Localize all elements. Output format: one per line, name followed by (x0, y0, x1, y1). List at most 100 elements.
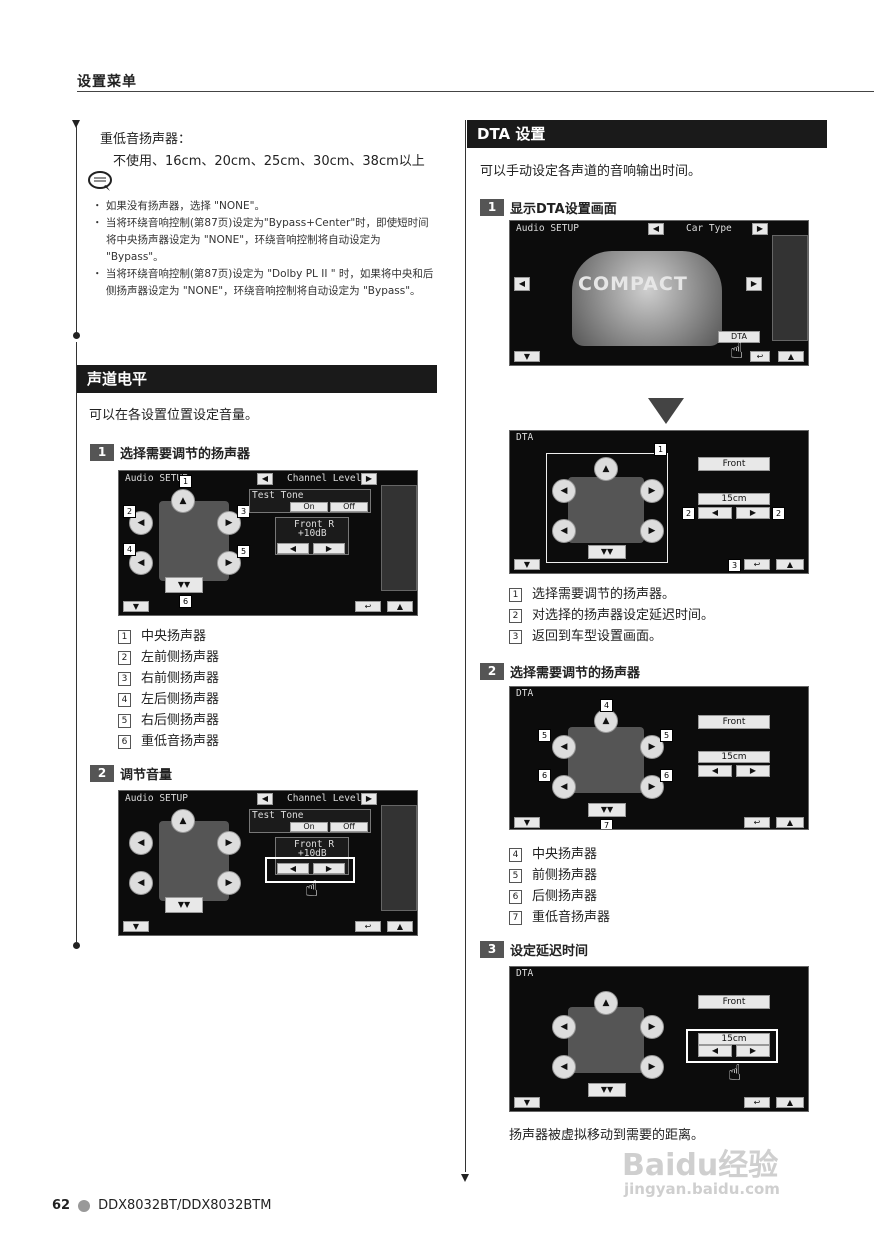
level-up-button[interactable]: ▶ (313, 543, 345, 554)
speaker-rear-left-button[interactable]: ◀ (129, 871, 153, 895)
speaker-front-right-button[interactable]: ▶ (640, 735, 664, 759)
speaker-front-left-button[interactable]: ◀ (552, 479, 576, 503)
test-tone-off-button[interactable]: Off (330, 502, 368, 512)
scroll-up-button[interactable]: ▲ (776, 817, 804, 828)
dta-button[interactable]: DTA (718, 331, 760, 343)
speaker-front-left-button[interactable]: ◀ (129, 831, 153, 855)
page-number: 62 (52, 1198, 71, 1213)
callout-5: 5 (538, 729, 551, 742)
side-menu[interactable] (381, 485, 417, 591)
right-bracket-arrow (461, 1174, 469, 1182)
note-item: ・ 如果没有扬声器，选择 "NONE"。 (92, 200, 265, 212)
distance-up-button[interactable]: ▶ (736, 1045, 770, 1057)
test-tone-off-button[interactable]: Off (330, 822, 368, 832)
test-tone-on-button[interactable]: On (290, 822, 328, 832)
subwoofer-button[interactable]: ▼▼ (165, 897, 203, 913)
speaker-center-button[interactable]: ▲ (171, 489, 195, 513)
scroll-up-button[interactable]: ▲ (776, 1097, 804, 1108)
distance-up-button[interactable]: ▶ (736, 765, 770, 777)
speaker-rear-left-button[interactable]: ◀ (552, 1055, 576, 1079)
speaker-rear-left-button[interactable]: ◀ (129, 551, 153, 575)
speaker-center-button[interactable]: ▲ (171, 809, 195, 833)
speaker-rear-left-button[interactable]: ◀ (552, 519, 576, 543)
speaker-front-left-button[interactable]: ◀ (552, 735, 576, 759)
distance-up-button[interactable]: ▶ (736, 507, 770, 519)
speaker-rear-right-button[interactable]: ▶ (640, 1055, 664, 1079)
side-menu[interactable] (772, 235, 808, 341)
scroll-down-button[interactable]: ▼ (514, 351, 540, 362)
subwoofer-button[interactable]: ▼▼ (588, 1083, 626, 1097)
step-2-channel: 2 调节音量 (90, 764, 172, 783)
level-down-button[interactable]: ◀ (277, 543, 309, 554)
car-graphic (572, 251, 722, 346)
speaker-front-left-button[interactable]: ◀ (552, 1015, 576, 1039)
subwoofer-button[interactable]: ▼▼ (165, 577, 203, 593)
return-button[interactable]: ↩ (744, 1097, 770, 1108)
scroll-down-button[interactable]: ▼ (514, 559, 540, 570)
callout-2: 2 (772, 507, 785, 520)
distance-down-button[interactable]: ◀ (698, 507, 732, 519)
channel-level-value: +10dB (298, 848, 327, 859)
return-button[interactable]: ↩ (744, 817, 770, 828)
next-arrow-button[interactable]: ▶ (752, 223, 768, 235)
distance-down-button[interactable]: ◀ (698, 1045, 732, 1057)
pointing-hand-icon: ☝ (305, 877, 319, 902)
scroll-down-button[interactable]: ▼ (123, 921, 149, 932)
speaker-center-button[interactable]: ▲ (594, 709, 618, 733)
subwoofer-button[interactable]: ▼▼ (588, 545, 626, 559)
test-tone-label: Test Tone (252, 490, 304, 501)
footer-dot-icon (78, 1199, 91, 1212)
callout-2: 2 (682, 507, 695, 520)
step-label: 显示DTA设置画面 (510, 202, 617, 217)
position-display: Front (698, 995, 770, 1009)
return-button[interactable]: ↩ (355, 601, 381, 612)
highlight-box (265, 857, 355, 883)
scroll-down-button[interactable]: ▼ (123, 601, 149, 612)
next-arrow-button[interactable]: ▶ (361, 473, 377, 485)
next-arrow-button[interactable]: ▶ (361, 793, 377, 805)
speaker-center-button[interactable]: ▲ (594, 457, 618, 481)
prev-arrow-button[interactable]: ◀ (648, 223, 664, 235)
prev-arrow-button[interactable]: ◀ (257, 473, 273, 485)
speaker-center-button[interactable]: ▲ (594, 991, 618, 1015)
bracket-top-arrow (72, 120, 80, 128)
note-item: ・ 当将环绕音响控制(第87页)设定为"Bypass+Center"时，即使短时… (92, 217, 429, 263)
bracket-dot-2 (73, 942, 80, 949)
return-button[interactable]: ↩ (750, 351, 770, 362)
scroll-up-button[interactable]: ▲ (776, 559, 804, 570)
callout-4: 4 (600, 699, 613, 712)
watermark-url: jingyan.baidu.com (624, 1180, 780, 1198)
down-arrow-indicator (648, 398, 684, 424)
return-button[interactable]: ↩ (355, 921, 381, 932)
speaker-front-right-button[interactable]: ▶ (640, 479, 664, 503)
speaker-rear-left-button[interactable]: ◀ (552, 775, 576, 799)
screen-title: Audio SETUP (125, 473, 188, 484)
test-tone-on-button[interactable]: On (290, 502, 328, 512)
subwoofer-button[interactable]: ▼▼ (588, 803, 626, 817)
speaker-rear-right-button[interactable]: ▶ (217, 871, 241, 895)
return-button[interactable]: ↩ (744, 559, 770, 570)
callout-2: 2 (123, 505, 136, 518)
page-footer: 62 DDX8032BT/DDX8032BTM (52, 1198, 271, 1213)
scroll-down-button[interactable]: ▼ (514, 1097, 540, 1108)
scroll-down-button[interactable]: ▼ (514, 817, 540, 828)
scroll-up-button[interactable]: ▲ (387, 921, 413, 932)
level-up-button[interactable]: ▶ (313, 863, 345, 874)
prev-arrow-button[interactable]: ◀ (257, 793, 273, 805)
side-menu[interactable] (381, 805, 417, 911)
car-next-button[interactable]: ▶ (746, 277, 762, 291)
speaker-front-right-button[interactable]: ▶ (217, 831, 241, 855)
level-down-button[interactable]: ◀ (277, 863, 309, 874)
speaker-area-frame (546, 453, 668, 563)
step-number: 2 (480, 663, 504, 680)
scroll-up-button[interactable]: ▲ (778, 351, 804, 362)
scroll-up-button[interactable]: ▲ (387, 601, 413, 612)
distance-down-button[interactable]: ◀ (698, 765, 732, 777)
car-prev-button[interactable]: ◀ (514, 277, 530, 291)
speaker-rear-right-button[interactable]: ▶ (640, 519, 664, 543)
speaker-front-right-button[interactable]: ▶ (640, 1015, 664, 1039)
